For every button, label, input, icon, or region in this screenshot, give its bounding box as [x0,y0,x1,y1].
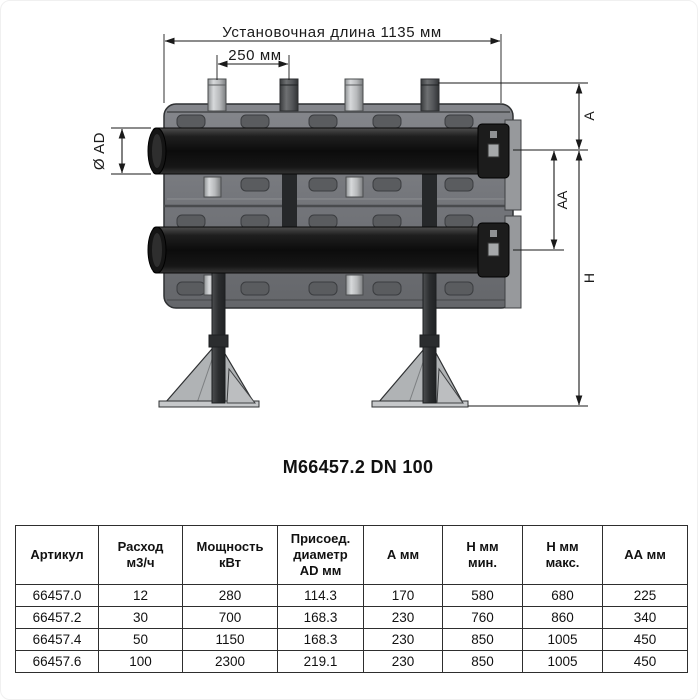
leg-left [208,272,257,404]
table-row: 66457.4 50 1150 168.3 230 850 1005 450 [15,628,688,651]
leg-right [419,272,464,404]
dimension-aa: AA [550,150,570,250]
column-header-a: А мм [363,525,443,585]
table-cell: 230 [363,650,443,673]
table-cell: 168.3 [277,606,364,629]
table-cell: 168.3 [277,628,364,651]
column-header-article: Артикул [15,525,99,585]
table-cell: 12 [98,584,183,607]
pitch-label: 250 мм [228,47,281,64]
table-cell: 50 [98,628,183,651]
table-cell: 2300 [182,650,278,673]
table-header-row: Артикул Расход м3/ч Мощность кВт Присоед… [15,525,688,585]
table-cell: 450 [602,628,688,651]
dimension-pitch-250: 250 мм [216,47,290,80]
table-cell: 1005 [522,628,603,651]
dimension-a: A [575,83,597,150]
column-header-flow: Расход м3/ч [98,525,183,585]
dimension-install-length: Установочная длина 1135 мм [163,24,502,103]
pipe-upper [147,123,510,179]
column-header-h-max: Н мм макс. [522,525,603,585]
table-cell: 225 [602,584,688,607]
table-cell: 580 [442,584,523,607]
spec-table: Артикул Расход м3/ч Мощность кВт Присоед… [15,525,688,673]
right-extension-lines [438,82,588,407]
connector-bar [282,174,297,227]
product-title: M66457.2 DN 100 [282,457,434,477]
dimension-diameter-ad: Ø AD [91,127,151,175]
table-cell: 30 [98,606,183,629]
table-cell: 66457.6 [15,650,99,673]
table-row: 66457.2 30 700 168.3 230 760 860 340 [15,606,688,629]
top-nozzles [207,78,440,112]
table-row: 66457.0 12 280 114.3 170 580 680 225 [15,584,688,607]
table-cell: 230 [363,606,443,629]
dim-a-label: A [581,111,597,121]
column-header-aa: АА мм [602,525,688,585]
table-row: 66457.6 100 2300 219.1 230 850 1005 450 [15,650,688,673]
table-cell: 66457.0 [15,584,99,607]
nozzle-4 [420,78,440,112]
column-header-power: Мощность кВт [182,525,278,585]
table-cell: 850 [442,628,523,651]
table-cell: 100 [98,650,183,673]
table-cell: 450 [602,650,688,673]
table-cell: 340 [602,606,688,629]
manifold-drawing: Установочная длина 1135 мм 250 мм Ø AD A [91,24,597,408]
pipe-lower [147,222,510,278]
table-cell: 860 [522,606,603,629]
install-length-label: Установочная длина 1135 мм [222,24,442,41]
connector-bar [422,174,437,227]
nozzle-1 [207,78,227,112]
dim-aa-label: AA [554,190,570,209]
dim-h-label: H [581,273,597,283]
dimension-h: H [575,150,597,406]
diameter-label: Ø AD [91,132,108,170]
table-cell: 280 [182,584,278,607]
casting-slots [176,114,474,296]
table-cell: 760 [442,606,523,629]
table-cell: 850 [442,650,523,673]
table-cell: 230 [363,628,443,651]
table-cell: 66457.4 [15,628,99,651]
table-cell: 114.3 [277,584,364,607]
table-cell: 1005 [522,650,603,673]
table-cell: 680 [522,584,603,607]
table-cell: 170 [363,584,443,607]
column-header-h-min: Н мм мин. [442,525,523,585]
inner-stubs [203,176,364,296]
nozzle-2 [279,78,299,112]
table-cell: 1150 [182,628,278,651]
column-header-ad-diameter: Присоед. диаметр AD мм [277,525,364,585]
table-cell: 66457.2 [15,606,99,629]
table-cell: 219.1 [277,650,364,673]
table-cell: 700 [182,606,278,629]
nozzle-3 [344,78,364,112]
